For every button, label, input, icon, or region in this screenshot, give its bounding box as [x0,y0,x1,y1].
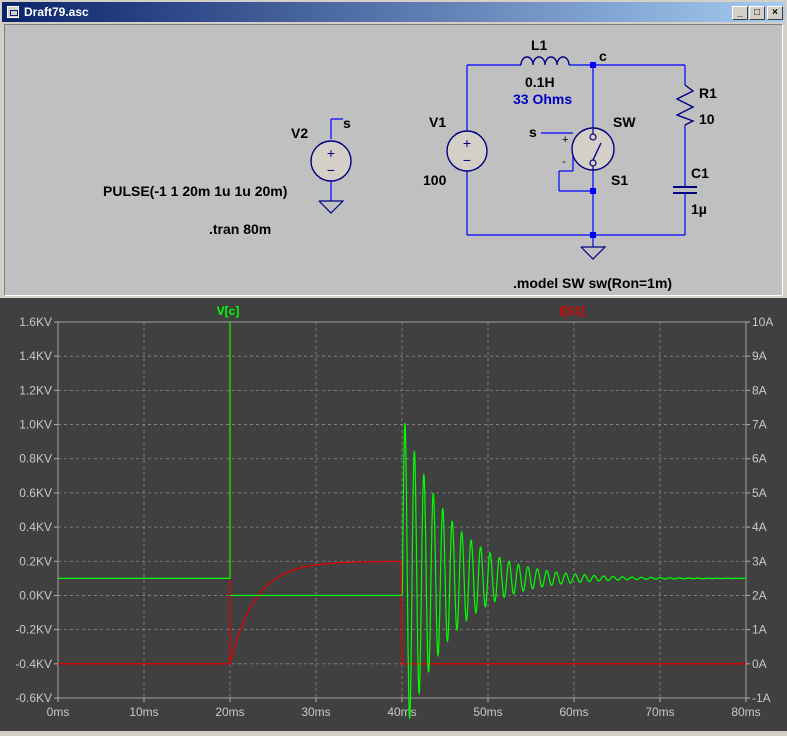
y-right-tick-label: 7A [752,418,767,432]
window-title: Draft79.asc [24,5,89,19]
legend-i-s1[interactable]: I[S1] [559,304,585,318]
l1-value: 0.1H [525,74,555,90]
y-right-tick-label: 0A [752,657,767,671]
title-bar[interactable]: Draft79.asc _ □ × [2,2,785,22]
waveform-pane[interactable]: 1.6KV 1.4KV 1.2KV 1.0KV 0.8KV 0.6KV 0.4KV 0.2KV… [0,298,787,731]
tran-directive: .tran 80m [209,221,271,237]
svg-text:+: + [562,134,568,146]
waveform-chart[interactable]: 1.6KV 1.4KV 1.2KV 1.0KV 0.8KV 0.6KV 0.4KV 0.2KV… [0,298,787,731]
y-left-tick-label: 0.2KV [19,554,52,568]
x-tick-label: 0ms [47,705,70,719]
y-right-tick-label: 9A [752,349,767,363]
schematic-icon [7,6,19,18]
schematic-canvas[interactable]: + − + − + - [1,1,780,291]
x-tick-label: 10ms [129,705,158,719]
y-left-tick-label: 0.0KV [19,588,52,602]
wires [330,64,686,247]
s1-name: S1 [611,172,628,188]
x-tick-label: 60ms [559,705,588,719]
c1-name: C1 [691,165,709,181]
sw-control-label: s [529,124,537,140]
y-left-tick-label: 0.8KV [19,452,52,466]
svg-text:−: − [327,162,335,178]
y-right-tick-label: 1A [752,623,767,637]
svg-text:+: + [463,135,471,151]
x-tick-label: 80ms [731,705,760,719]
y-right-tick-label: 3A [752,554,767,568]
y-left-tick-label: -0.4KV [15,657,52,671]
x-tick-label: 20ms [215,705,244,719]
v2-name: V2 [291,125,308,141]
y-left-tick-label: 1.4KV [19,349,52,363]
legend-v-c[interactable]: V[c] [217,304,240,318]
schematic-pane[interactable]: + − + − + - [4,24,783,296]
series-v-c-line [58,322,747,719]
capacitor-icon [673,186,697,194]
close-button[interactable]: × [767,6,783,20]
svg-text:-: - [562,156,566,168]
y-left-tick-label: 1.2KV [19,383,52,397]
y-right-tick-label: 8A [752,383,767,397]
voltage-source-v1-icon: + − [446,130,488,172]
v1-name: V1 [429,114,446,130]
y-right-tick-label: 5A [752,486,767,500]
y-right-tick-label: 4A [752,520,767,534]
y-left-tick-label: 0.4KV [19,520,52,534]
l1-name: L1 [531,37,548,53]
x-tick-label: 70ms [645,705,674,719]
y-right-tick-label: 2A [752,588,767,602]
v2-node-label: s [343,115,351,131]
sw-model-label: SW [613,114,636,130]
l1-resistance: 33 Ohms [513,91,572,107]
y-left-tick-label: 1.6KV [19,315,52,329]
x-tick-label: 30ms [301,705,330,719]
switch-icon: + - [562,127,615,171]
minimize-button[interactable]: _ [732,6,748,20]
pulse-directive: PULSE(-1 1 20m 1u 1u 20m) [103,183,287,199]
y-right-tick-label: 6A [752,452,767,466]
y-axis-right-ticks: 10A 9A 8A 7A 6A 5A 4A 3A 2A 1A 0A -1A [746,315,773,705]
inductor-icon [520,56,570,66]
node-c-label: c [599,48,607,64]
v1-value: 100 [423,172,447,188]
y-left-tick-label: -0.2KV [15,623,52,637]
x-axis-ticks: 0ms 10ms 20ms 30ms 40ms 50ms 60ms 70ms 80ms [47,698,761,719]
c1-value: 1µ [691,201,707,217]
r1-value: 10 [699,111,715,127]
voltage-source-v2-icon: + − [310,140,352,182]
resistor-icon [675,84,695,126]
model-directive: .model SW sw(Ron=1m) [513,275,672,291]
x-tick-label: 40ms [387,705,416,719]
y-right-tick-label: 10A [752,315,773,329]
maximize-button[interactable]: □ [749,6,765,20]
r1-name: R1 [699,85,717,101]
svg-text:−: − [463,152,471,168]
svg-text:+: + [327,145,335,161]
ground-icon [318,200,607,260]
y-axis-left-ticks: 1.6KV 1.4KV 1.2KV 1.0KV 0.8KV 0.6KV 0.4KV 0.2KV… [15,315,58,705]
y-right-tick-label: -1A [752,691,771,705]
x-tick-label: 50ms [473,705,502,719]
y-left-tick-label: 0.6KV [19,486,52,500]
junctions [590,62,596,238]
y-left-tick-label: -0.6KV [15,691,52,705]
y-left-tick-label: 1.0KV [19,418,52,432]
